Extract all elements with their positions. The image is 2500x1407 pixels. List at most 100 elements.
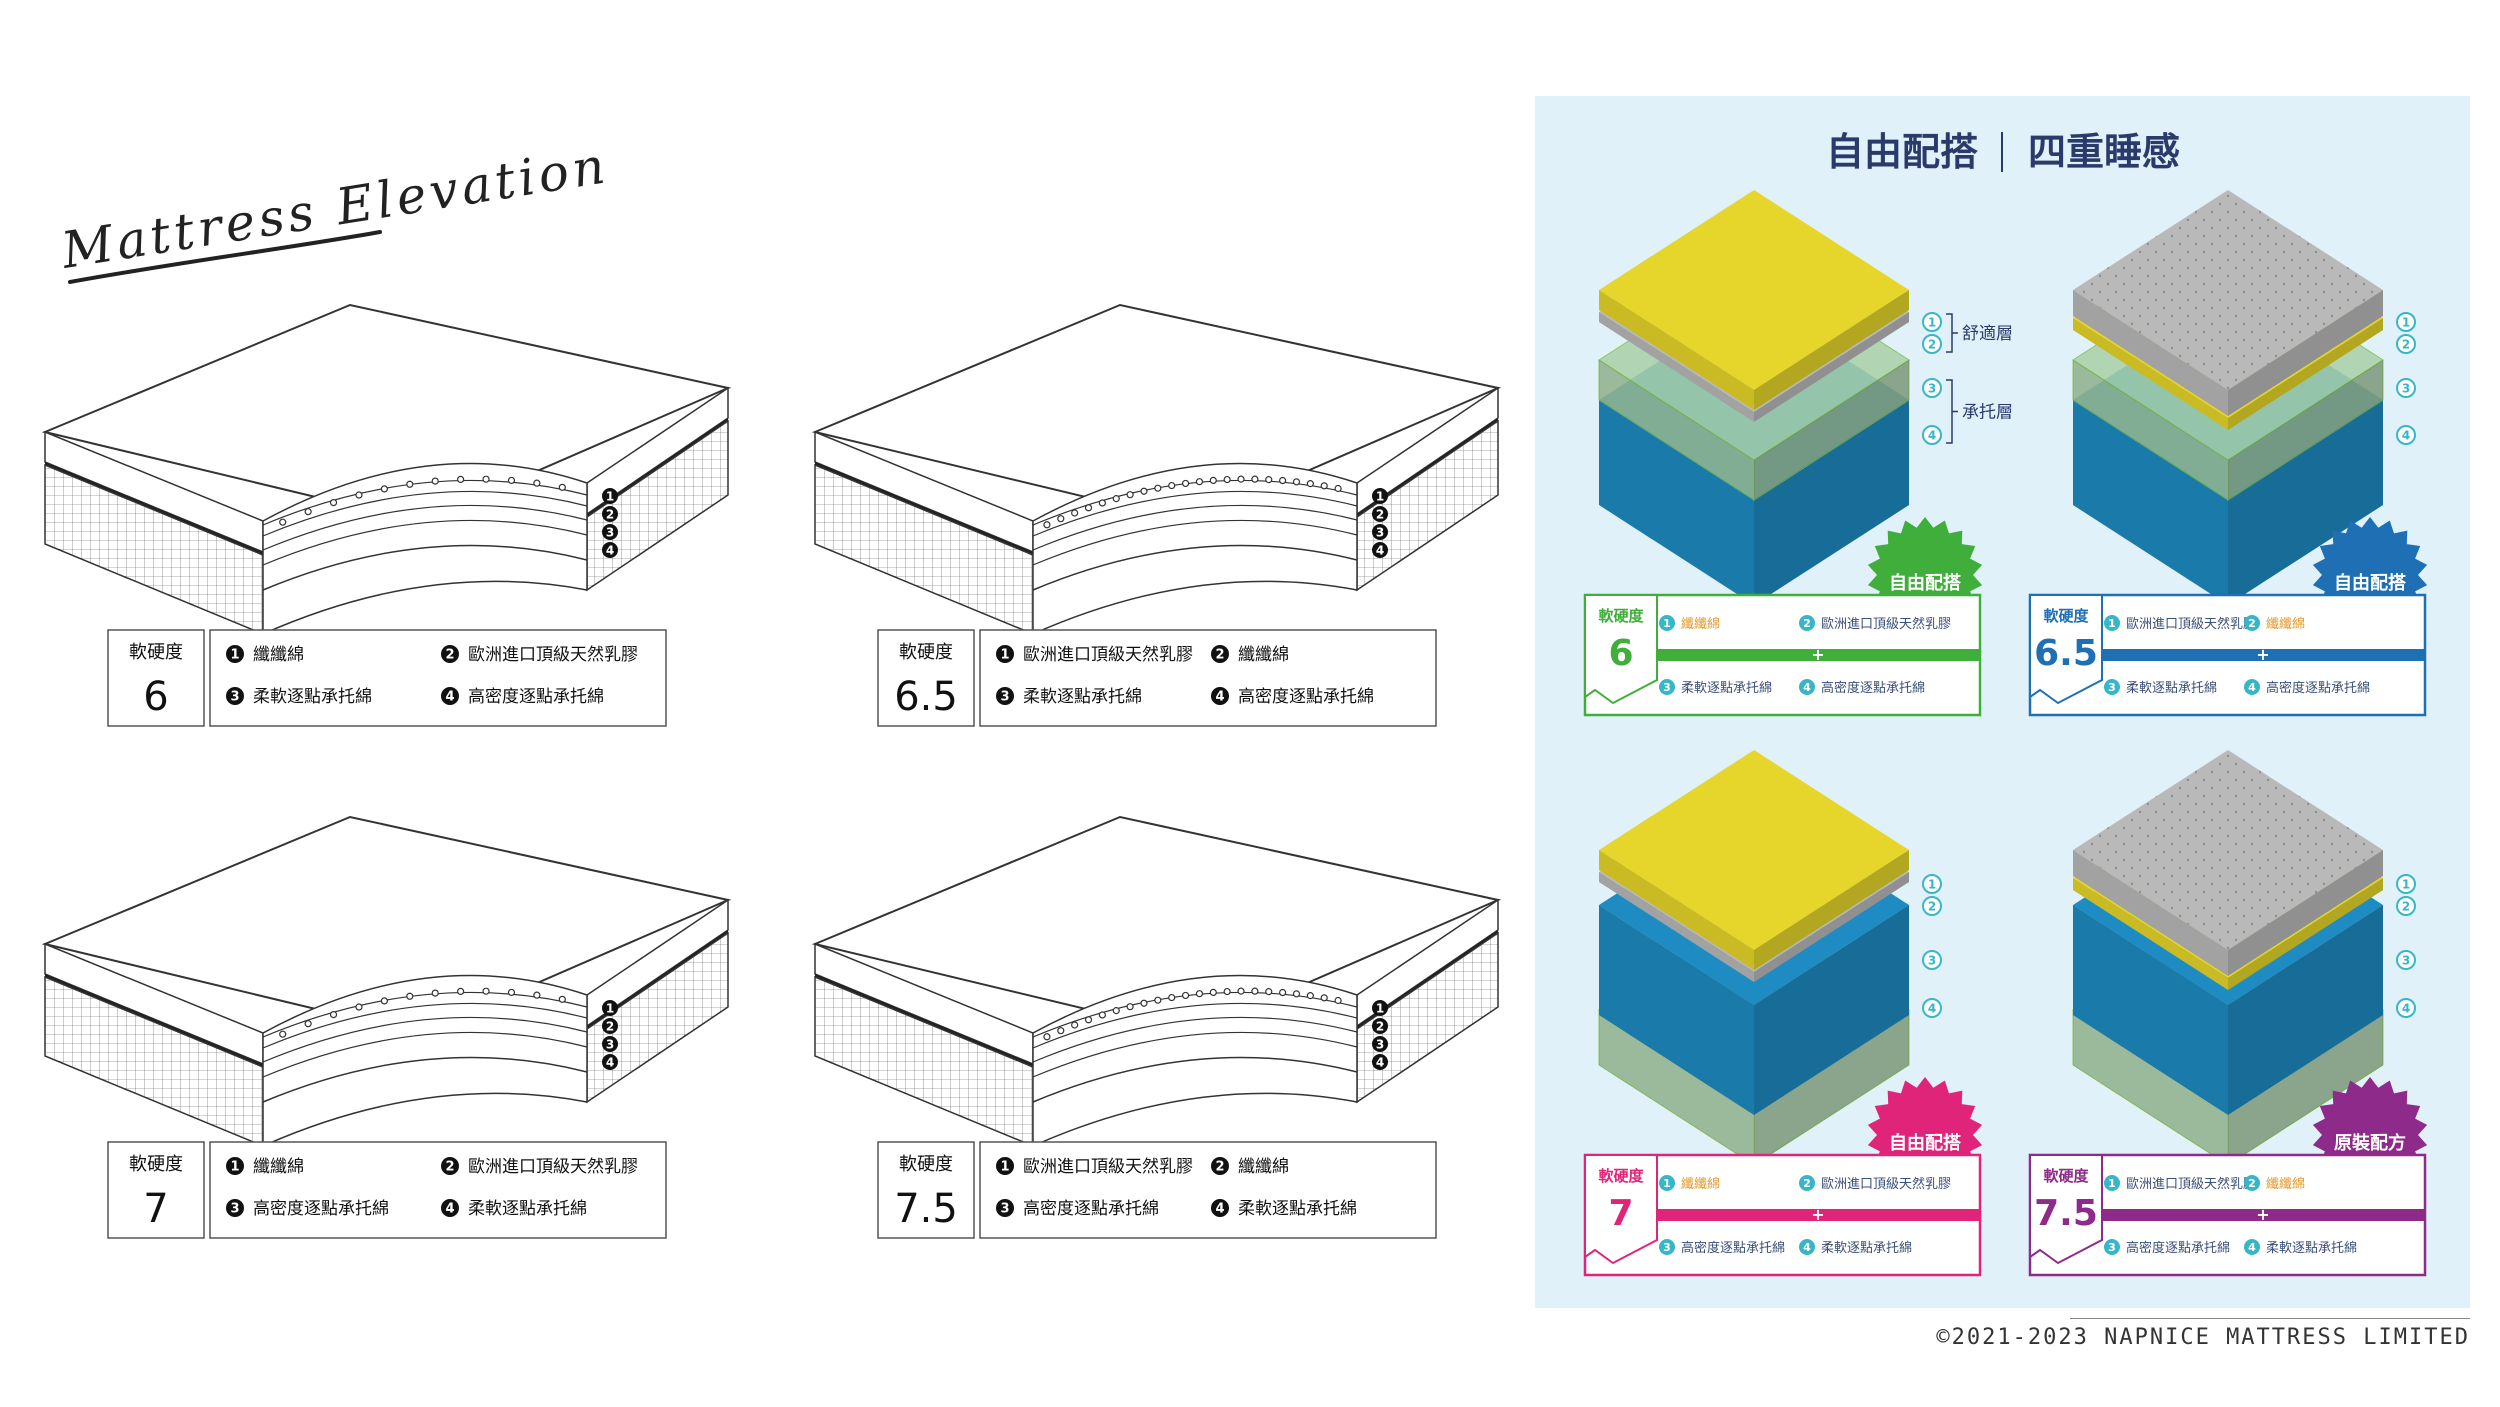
card-layer-name: 柔軟逐點承托綿 [2126,680,2217,696]
card-layer-marker [2244,1239,2260,1255]
layer-marker-4 [1372,1054,1388,1070]
cube-marker-1 [2396,312,2416,332]
card-layer-number: 2 [2248,617,2256,630]
cube-marker-number: 1 [2402,878,2410,892]
legend-layer-name: 歐洲進口頂級天然乳膠 [1023,645,1193,665]
firmness-label: 軟硬度 [899,1154,953,1175]
latex-layer [2073,750,2383,976]
support-layer-label: 承托層 [1962,403,2013,423]
card-firmness-value: 6 [1608,633,1633,674]
firmness-box [107,1141,205,1239]
firmness-box [877,629,975,727]
cube-marker-1 [1922,312,1942,332]
card-layer-name: 歐洲進口頂級天然乳膠 [1821,1176,1951,1192]
card-layer-number: 3 [1663,1241,1671,1254]
firmness-label: 軟硬度 [899,642,953,663]
card-layer-name: 柔軟逐點承托綿 [1821,1240,1912,1256]
cube-marker-number: 2 [2402,900,2410,914]
legend-layer-name: 歐洲進口頂級天然乳膠 [468,1157,638,1177]
layer-marker-3 [602,1036,618,1052]
card-layer-number: 4 [1803,681,1811,694]
layer-marker-number: 4 [606,544,614,558]
card-layer-name: 高密度逐點承托綿 [1681,1240,1785,1256]
legend-marker [1211,1157,1229,1175]
layer-marker-number: 1 [1376,490,1384,504]
card-layer-name: 高密度逐點承托綿 [2126,1240,2230,1256]
card-layer-number: 1 [1663,1177,1671,1190]
layer-marker-2 [1372,506,1388,522]
card-layer-number: 4 [2248,1241,2256,1254]
card-layer-marker [2244,1175,2260,1191]
layer-marker-3 [1372,1036,1388,1052]
cutaway-layers [1032,974,1358,1148]
card-layer-number: 2 [1803,1177,1811,1190]
cube-marker-number: 4 [1928,1002,1936,1016]
legend-marker [441,1157,459,1175]
layer-legend-box [209,1141,667,1239]
combine-bar [1657,1209,1980,1221]
card-layer-name: 柔軟逐點承托綿 [1681,680,1772,696]
legend-layer-name: 柔軟逐點承托綿 [253,687,372,707]
cube-marker-number: 3 [2402,954,2410,968]
layer-legend-box [979,629,1437,727]
cube-marker-number: 1 [1928,878,1936,892]
firmness-value: 7 [143,1186,168,1232]
legend-marker [226,1199,244,1217]
cube-marker-number: 1 [1928,316,1936,330]
firmness-label: 軟硬度 [129,1154,183,1175]
panel-title-right: 四重睡感 [2028,130,2180,174]
card-firmness-label: 軟硬度 [2043,1167,2089,1185]
cube-marker-1 [1922,874,1942,894]
firmness-tab [1584,1154,1658,1265]
legend-layer-name: 高密度逐點承托綿 [468,687,604,707]
legend-layer-name: 柔軟逐點承托綿 [1238,1199,1357,1219]
layer-marker-4 [1372,542,1388,558]
card-layer-marker [2104,1239,2120,1255]
combine-plus: + [1811,1205,1824,1224]
layer-marker-3 [1372,524,1388,540]
card-layer-marker [2244,615,2260,631]
legend-layer-name: 纖纖綿 [253,645,304,665]
legend-layer-name: 纖纖綿 [253,1157,304,1177]
card-layer-name: 柔軟逐點承托綿 [2266,1240,2357,1256]
card-layer-number: 1 [2108,1177,2116,1190]
legend-marker-number: 3 [230,690,239,705]
layer-marker-number: 4 [606,1056,614,1070]
firmness-tab [2029,1154,2103,1265]
latex-holes [1043,475,1342,529]
legend-marker [441,645,459,663]
card-layer-marker [2104,1175,2120,1191]
layer-legend-box [979,1141,1437,1239]
card-firmness-value: 6.5 [2034,633,2098,674]
cube-marker-3 [2396,378,2416,398]
support-bracket [1946,379,1958,444]
legend-marker-number: 3 [1000,690,1009,705]
cube-marker-number: 3 [2402,382,2410,396]
card-layer-marker [2104,615,2120,631]
cube-marker-3 [1922,950,1942,970]
handwritten-title: Mattress Elevation [57,136,612,284]
legend-marker [441,687,459,705]
badge-label: 原裝配方 [2334,1132,2406,1154]
legend-marker [1211,645,1229,663]
layer-marker-number: 4 [1376,544,1384,558]
legend-marker-number: 3 [230,1202,239,1217]
legend-layer-name: 高密度逐點承托綿 [1023,1199,1159,1219]
card-layer-number: 3 [1663,681,1671,694]
layer-marker-number: 2 [1376,508,1384,522]
fiber-layer [1599,190,1909,410]
latex-layer [2073,190,2383,416]
legend-marker-number: 2 [445,648,454,663]
badge-label: 自由配搭 [1889,572,1961,594]
card-layer-number: 4 [1803,1241,1811,1254]
firmness-box [107,629,205,727]
layer-marker-number: 1 [1376,1002,1384,1016]
legend-marker-number: 1 [1000,648,1009,663]
layer-marker-2 [602,506,618,522]
layer-marker-number: 3 [1376,1038,1384,1052]
